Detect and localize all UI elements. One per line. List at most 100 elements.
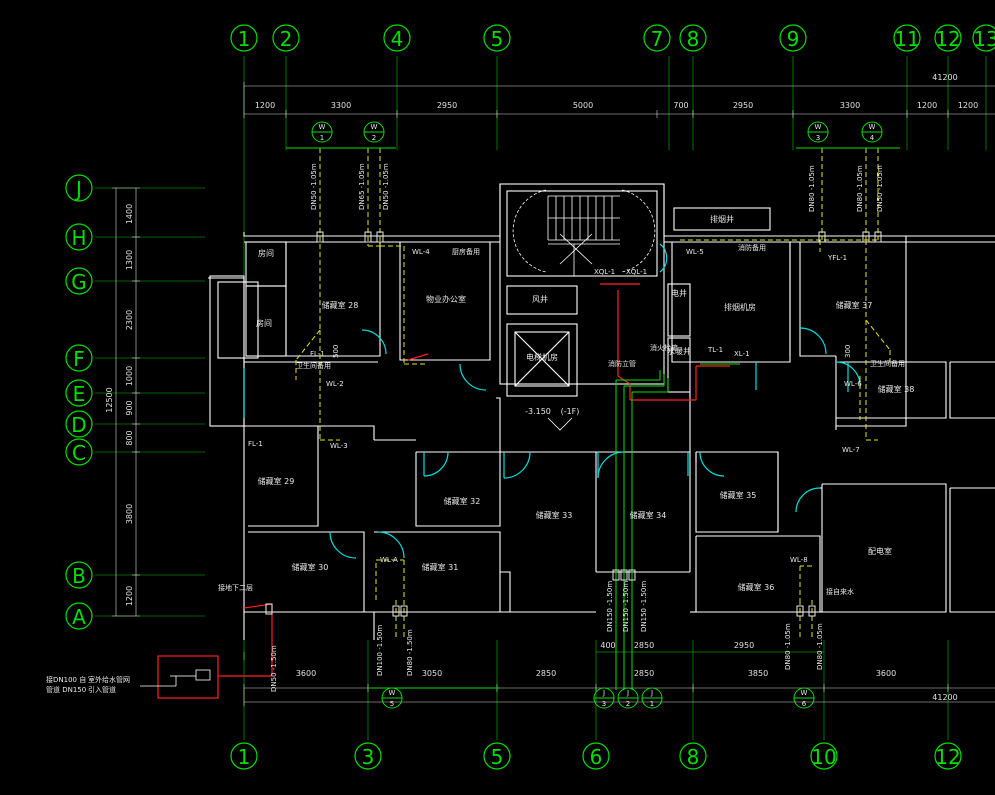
pipe-note: 消火栓箱 bbox=[650, 343, 678, 352]
room-label: 物业办公室 bbox=[426, 294, 466, 304]
level-note: (-1F) bbox=[561, 407, 580, 416]
dim-text: 3300 bbox=[840, 101, 860, 110]
room-label: 储藏室 30 bbox=[292, 562, 329, 572]
outlet-letter: W bbox=[815, 123, 822, 131]
pipe-tag: WL-A bbox=[380, 556, 398, 564]
room-label: 风井 bbox=[532, 294, 548, 304]
dim-total-bottom: 41200 bbox=[932, 693, 957, 702]
grid-label-left: A bbox=[72, 605, 86, 629]
outlet-number: 5 bbox=[390, 700, 394, 708]
outlet-number: 4 bbox=[870, 134, 875, 142]
dim-total-left: 12500 bbox=[105, 387, 114, 412]
dim-text: 3600 bbox=[296, 669, 316, 678]
bottom-grid-bubbles bbox=[230, 742, 962, 770]
pipe-tag: XQL-1 bbox=[626, 268, 647, 276]
dim-text: 2850 bbox=[634, 641, 654, 650]
pipe-tag: XL-1 bbox=[734, 350, 750, 358]
outlet-letter: W bbox=[801, 689, 808, 697]
room-label: 排烟井 bbox=[710, 214, 734, 224]
pipe-size-label: 500 bbox=[332, 345, 340, 358]
room-label: 储藏室 31 bbox=[422, 562, 459, 572]
pipe-size-label: DN150 -1.50m bbox=[640, 581, 648, 632]
dim-text: 2300 bbox=[125, 310, 134, 330]
stair-treads bbox=[547, 195, 620, 276]
pipe-size-label: DN50 -1.05m bbox=[876, 165, 884, 212]
room-label: 储藏室 32 bbox=[444, 496, 481, 506]
legend-text: 室外给水管网 bbox=[88, 675, 130, 684]
outlet-letter: J bbox=[650, 689, 653, 697]
pipe-tag: WL-3 bbox=[330, 442, 348, 450]
dashed-pipes bbox=[295, 148, 891, 640]
pipe-tag: WL-6 bbox=[844, 380, 862, 388]
level-mark: -3.150 bbox=[525, 407, 551, 416]
dim-total-top: 41200 bbox=[932, 73, 957, 82]
pipe-tag: FL-1 bbox=[248, 440, 263, 448]
outlet-number: 6 bbox=[802, 700, 807, 708]
pipe-size-label: DN100 -1.50m bbox=[376, 625, 384, 676]
room-label: 储藏室 38 bbox=[878, 384, 915, 394]
pipe-size-label: DN80 -1.50m bbox=[406, 629, 414, 676]
pipe-tag: WL-2 bbox=[326, 380, 344, 388]
outlet-letter: W bbox=[869, 123, 876, 131]
pipe-note: 消防立管 bbox=[608, 359, 636, 368]
pipe-valves bbox=[265, 231, 882, 617]
pipe-size-label: DN80 -1.05m bbox=[784, 623, 792, 670]
pipe-size-label: DN50 -1.05m bbox=[382, 163, 390, 210]
stair-arcs bbox=[512, 189, 656, 273]
outlet-letter: J bbox=[602, 689, 605, 697]
pipe-size-label: DN50 -1.05m bbox=[310, 163, 318, 210]
dim-text: 1200 bbox=[958, 101, 978, 110]
grid-label-bottom: 8 bbox=[687, 745, 700, 769]
pipe-size-label: DN50 -1.50m bbox=[270, 645, 278, 692]
pipe-size-label: DN150 -1.50m bbox=[622, 581, 630, 632]
pipe-tag: FL-1 bbox=[310, 350, 325, 358]
grid-label-bottom: 10 bbox=[811, 745, 836, 769]
pipe-note: 接自来水 bbox=[826, 587, 854, 596]
outlet-number: 1 bbox=[320, 134, 324, 142]
pipe-tag: WL-8 bbox=[790, 556, 808, 564]
pipe-size-label: DN65 -1.05m bbox=[358, 163, 366, 210]
grid-label-top: 11 bbox=[894, 27, 919, 51]
room-label: 电梯机房 bbox=[526, 352, 558, 362]
legend-text: 引入管道 bbox=[88, 685, 116, 694]
pipe-size-label: DN80 -1.05m bbox=[808, 165, 816, 212]
grid-label-top: 2 bbox=[280, 27, 293, 51]
room-label: 储藏室 36 bbox=[738, 582, 775, 592]
room-label: 储藏室 34 bbox=[630, 510, 667, 520]
outlet-letter: W bbox=[319, 123, 326, 131]
room-label: 储藏室 28 bbox=[322, 300, 359, 310]
pipe-note: 厨房备用 bbox=[452, 247, 480, 256]
top-grid-labels: 1 2 4 5 7 8 9 11 12 13 bbox=[238, 27, 995, 51]
grid-label-top: 13 bbox=[973, 27, 995, 51]
dim-text: 1200 bbox=[255, 101, 275, 110]
legend-text: 接DN100 自 bbox=[46, 675, 86, 684]
dim-text: 1300 bbox=[125, 250, 134, 270]
pipe-note: 卫生间备用 bbox=[870, 359, 905, 368]
pipe-size-label: 300 bbox=[844, 345, 852, 358]
outlet-number: 3 bbox=[602, 700, 606, 708]
dim-text: 3850 bbox=[748, 669, 768, 678]
room-label: 房间 bbox=[258, 248, 274, 258]
pipe-tag: WL-7 bbox=[842, 446, 860, 454]
grid-label-top: 7 bbox=[651, 27, 664, 51]
room-label: 储藏室 37 bbox=[836, 300, 873, 310]
grid-label-top: 4 bbox=[391, 27, 404, 51]
dim-text: 3050 bbox=[422, 669, 442, 678]
outlet-bubbles bbox=[286, 121, 900, 709]
outlet-number: 3 bbox=[816, 134, 820, 142]
outlet-number: 1 bbox=[650, 700, 654, 708]
outlet-letter: W bbox=[389, 689, 396, 697]
room-label: 储藏室 33 bbox=[536, 510, 573, 520]
outlet-number: 2 bbox=[626, 700, 630, 708]
red-pipes bbox=[218, 283, 730, 677]
grid-label-bottom: 12 bbox=[935, 745, 960, 769]
meter-box bbox=[157, 655, 219, 699]
pipe-tag: WL-5 bbox=[686, 248, 704, 256]
pipe-note: 卫生间备用 bbox=[296, 361, 331, 370]
pipe-tag: TL-1 bbox=[707, 346, 723, 354]
legend-notes: 接DN100 自 室外给水管网 管道 DN150 引入管道 bbox=[46, 675, 130, 694]
grid-label-top: 5 bbox=[491, 27, 504, 51]
dim-text: 400 bbox=[600, 641, 615, 650]
outlet-bubble-labels: W 1 W 2 W 3 W 4 W 5 W 6 J 3 J 2 J 1 bbox=[319, 123, 876, 708]
